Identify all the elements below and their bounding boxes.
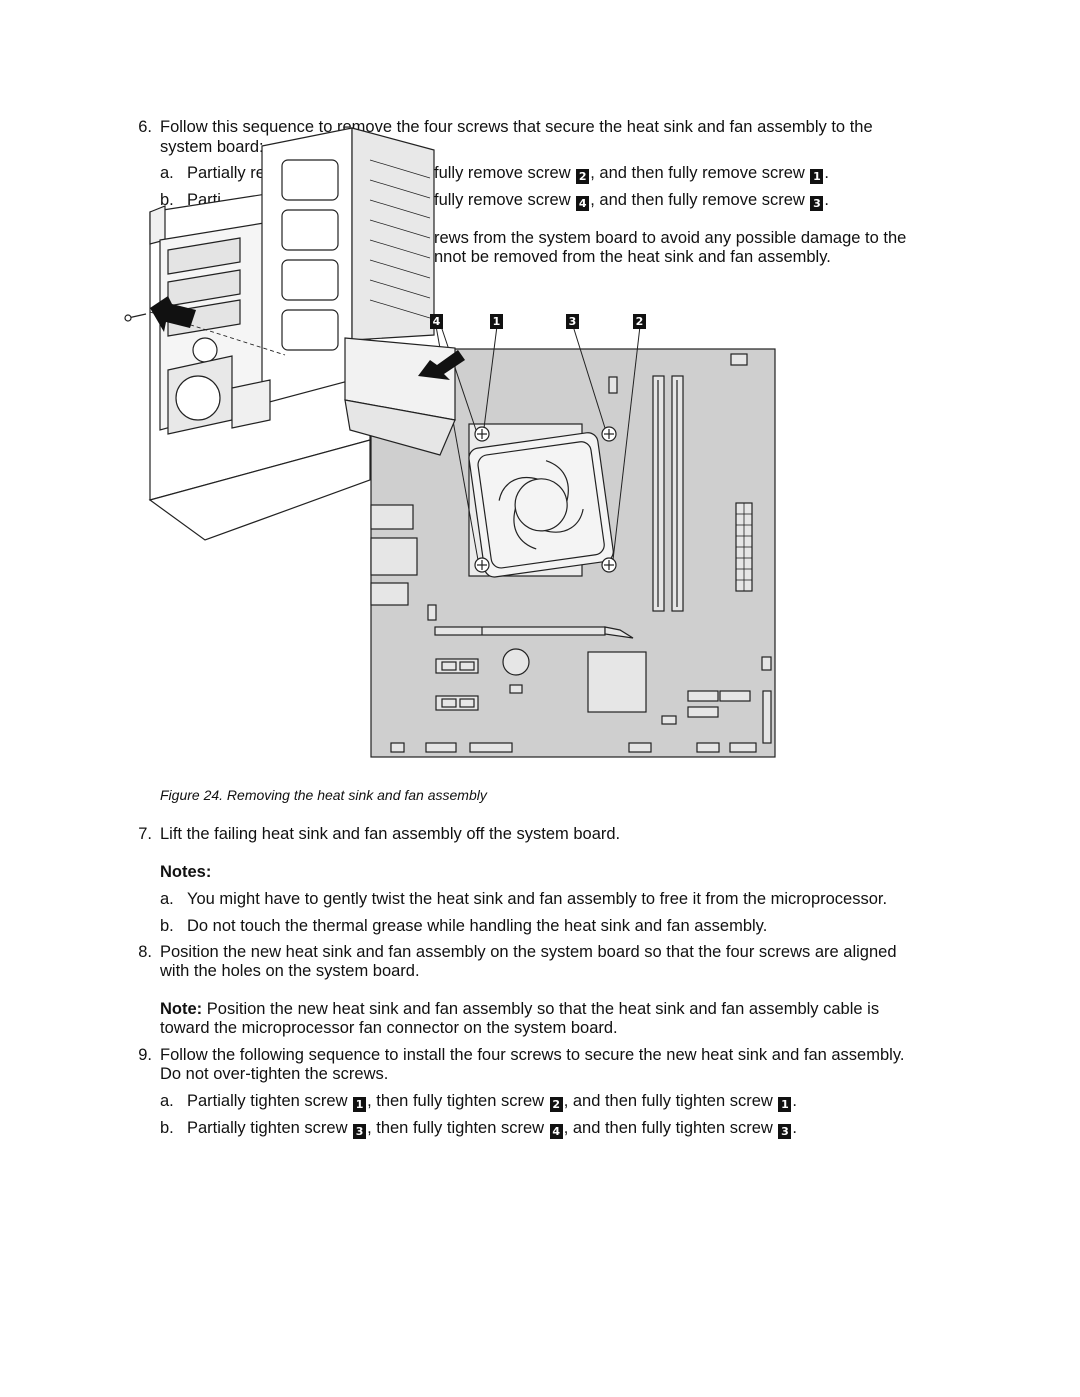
step6-b-letter: b. xyxy=(160,191,174,209)
step9-b-screw-badge-1: 3 xyxy=(353,1124,367,1139)
step9-number: 9. xyxy=(138,1046,152,1064)
heat-sink-base xyxy=(468,423,583,577)
step7-a-letter: a. xyxy=(160,890,174,908)
step7-b-letter: b. xyxy=(160,917,174,935)
step9-b-text2: , then fully tighten screw xyxy=(367,1119,545,1137)
step6-text: Follow this sequence to remove the four … xyxy=(160,117,873,137)
removal-arrow-left xyxy=(150,296,196,332)
step7-text: Lift the failing heat sink and fan assem… xyxy=(160,825,621,843)
screw-3-callout: 3 xyxy=(810,196,824,211)
step7-a-text: You might have to gently twist the heat … xyxy=(187,890,888,908)
step8-note-line2: toward the microprocessor fan connector … xyxy=(160,1019,618,1037)
step8-note-line1: Position the new heat sink and fan assem… xyxy=(202,1000,880,1018)
step6-b-mid1: fully remove screw xyxy=(434,191,571,209)
cmos-battery xyxy=(502,648,530,676)
step9-a-screw-badge-3: 1 xyxy=(778,1097,792,1112)
callout-2-badge: 2 xyxy=(633,314,646,329)
screw-positions xyxy=(474,426,617,573)
figure-callout-1: 1 xyxy=(489,308,504,329)
removal-arrow-right xyxy=(418,350,465,380)
screw-1-callout: 1 xyxy=(810,169,824,184)
callout-3-badge: 3 xyxy=(566,314,579,329)
figure-callout-3: 3 xyxy=(565,308,580,329)
step7-number: 7. xyxy=(138,825,152,843)
step9-line1: Follow the following sequence to install… xyxy=(160,1046,905,1064)
callout-4-badge: 4 xyxy=(430,314,443,329)
step7-b-text: Do not touch the thermal grease while ha… xyxy=(187,917,768,935)
step6-note-line2: nnot be removed from the heat sink and f… xyxy=(434,248,831,266)
dimm-slot-1 xyxy=(652,375,665,612)
step6-a-mid1: fully remove screw xyxy=(434,164,571,182)
step8-number: 8. xyxy=(138,943,152,961)
step8-note-label: Note: xyxy=(160,1000,203,1018)
step9-a-text: Partially tighten screw 1, then fully ti… xyxy=(187,1091,797,1112)
step9-b-text1: Partially tighten screw xyxy=(187,1119,348,1137)
step6-b-pre: Parti xyxy=(187,191,221,209)
step9-b-text3: , and then fully tighten screw xyxy=(563,1119,773,1137)
fan xyxy=(468,432,614,578)
step6-b-mid2: , and then fully remove screw xyxy=(590,191,805,209)
step6-line2: system board: xyxy=(160,138,264,156)
step6-a-letter: a. xyxy=(160,164,174,182)
step6-note-line1: rews from the system board to avoid any … xyxy=(434,229,907,247)
screw-2-callout: 2 xyxy=(576,169,590,184)
step6-b-end: . xyxy=(824,191,830,209)
step6-a-text: fully remove screw 2, and then fully rem… xyxy=(434,163,829,184)
callout-1-badge: 1 xyxy=(490,314,503,329)
step8-line2: with the holes on the system board. xyxy=(160,962,420,980)
step9-b-screw-badge-3: 3 xyxy=(778,1124,792,1139)
step9-a-screw-badge-1: 1 xyxy=(353,1097,367,1112)
figure-callout-2: 2 xyxy=(632,308,647,329)
fan-hub xyxy=(514,478,568,532)
step8-note: Note: Position the new heat sink and fan… xyxy=(160,999,879,1019)
step6-a-end: . xyxy=(824,164,830,182)
pcie-slot xyxy=(434,626,606,636)
step9-a-letter: a. xyxy=(160,1092,174,1110)
power-connector xyxy=(735,502,753,592)
system-board xyxy=(370,348,776,758)
step6-number: 6. xyxy=(138,118,152,136)
step9-b-screw-badge-2: 4 xyxy=(549,1124,563,1139)
chipset xyxy=(587,651,647,713)
chassis-screw xyxy=(124,311,286,356)
step9-b-end: . xyxy=(792,1119,797,1137)
step7-notes-heading: Notes: xyxy=(160,863,212,881)
step9-line2: Do not over-tighten the screws. xyxy=(160,1065,389,1083)
step9-a-end: . xyxy=(792,1092,797,1110)
step9-a-text2: , then fully tighten screw xyxy=(367,1092,545,1110)
figure-callout-4: 4 xyxy=(429,308,444,329)
step6-line1: Follow this sequence to remove the four … xyxy=(160,118,873,136)
step9-b-text: Partially tighten screw 3, then fully ti… xyxy=(187,1118,797,1139)
step6-a-pre: Partially re xyxy=(187,164,265,182)
step6-b-text: fully remove screw 4, and then fully rem… xyxy=(434,190,829,211)
screw-4-callout: 4 xyxy=(576,196,590,211)
step6-a-mid2: , and then fully remove screw xyxy=(590,164,805,182)
step9-a-text1: Partially tighten screw xyxy=(187,1092,348,1110)
step8-line1: Position the new heat sink and fan assem… xyxy=(160,943,897,961)
step9-b-letter: b. xyxy=(160,1119,174,1137)
step9-a-text3: , and then fully tighten screw xyxy=(563,1092,773,1110)
step9-a-screw-badge-2: 2 xyxy=(549,1097,563,1112)
figure-caption: Figure 24. Removing the heat sink and fa… xyxy=(160,787,487,803)
dimm-slot-2 xyxy=(671,375,684,612)
